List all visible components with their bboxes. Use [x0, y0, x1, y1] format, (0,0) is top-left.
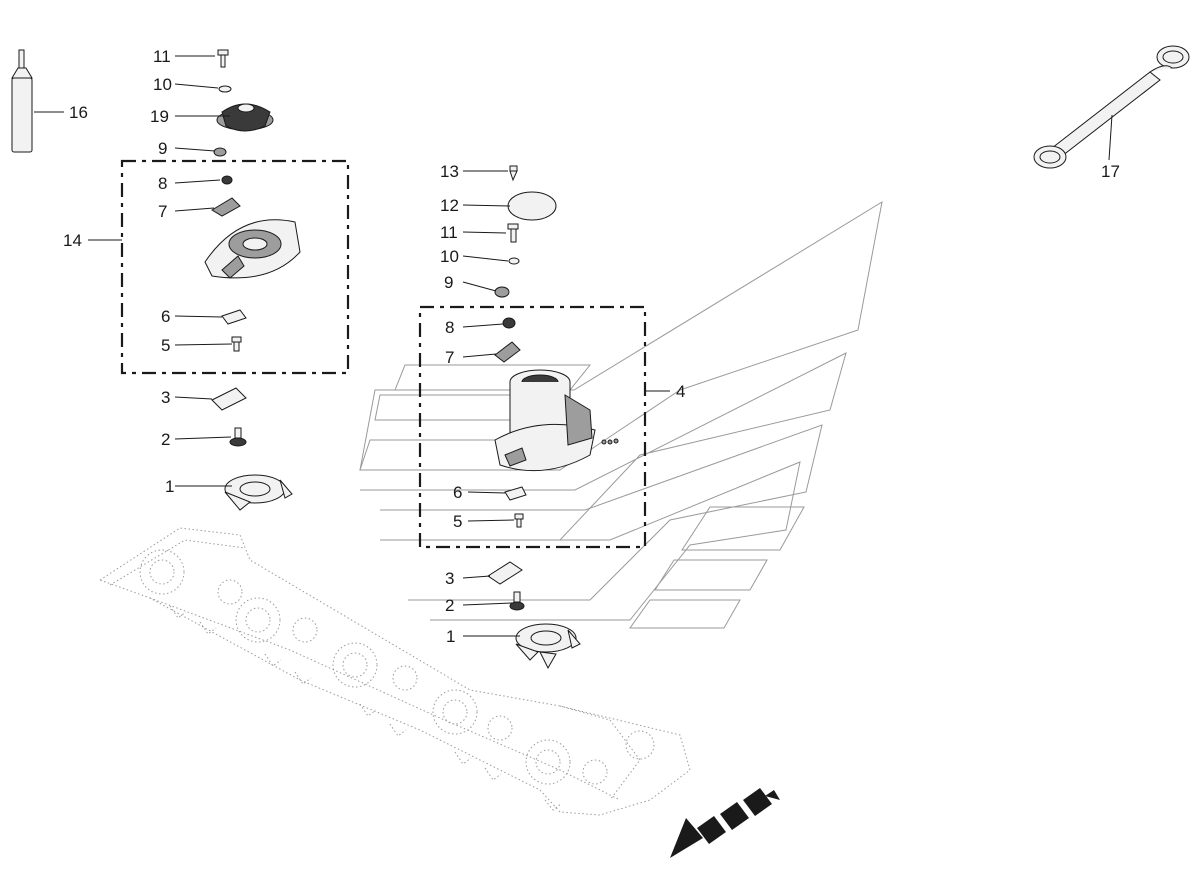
- callout-9-center: 9: [444, 273, 453, 292]
- direction-arrow-icon: [670, 788, 780, 858]
- callout-7-left: 7: [158, 202, 167, 221]
- callout-11-center: 11: [440, 223, 458, 242]
- callout-6-left: 6: [161, 307, 170, 326]
- callout-6-center: 6: [453, 483, 462, 502]
- callout-17: 17: [1101, 162, 1120, 181]
- callout-9-left: 9: [158, 139, 167, 158]
- callout-3-left: 3: [161, 388, 170, 407]
- callout-14-left: 14: [63, 231, 82, 250]
- group-4-frame: [418, 305, 647, 549]
- ring-wrench-part: [1033, 45, 1190, 169]
- callouts-left: 11 10 19 9 8 7 14 6 5 3 2 1 16: [63, 47, 174, 496]
- cutter-bar-outline: [98, 527, 691, 816]
- cutter-teeth: [169, 605, 562, 811]
- callout-8-center: 8: [445, 318, 454, 337]
- grease-tube-part: [11, 49, 33, 153]
- background-silhouette: [359, 200, 883, 629]
- callout-11-left: 11: [153, 47, 171, 66]
- callout-1-left: 1: [165, 477, 174, 496]
- left-stack-parts: [204, 49, 301, 511]
- callout-10-left: 10: [153, 75, 172, 94]
- callout-4-center: 4: [676, 382, 685, 401]
- callouts-center: 13 12 11 10 9 8 7 4 6 5 3 2 1: [440, 162, 685, 646]
- callout-3-center: 3: [445, 569, 454, 588]
- callout-2-left: 2: [161, 430, 170, 449]
- group-14-frame: [120, 159, 350, 375]
- callout-16: 16: [69, 103, 88, 122]
- callouts-right: 17: [1101, 162, 1120, 181]
- callout-13-center: 13: [440, 162, 459, 181]
- center-stack-parts: [487, 165, 619, 670]
- callout-5-center: 5: [453, 512, 462, 531]
- callout-12-center: 12: [440, 196, 459, 215]
- leader-lines: [34, 55, 1113, 637]
- cutter-discs: [139, 549, 655, 785]
- callout-2-center: 2: [445, 596, 454, 615]
- callout-7-center: 7: [445, 348, 454, 367]
- callout-8-left: 8: [158, 174, 167, 193]
- callout-5-left: 5: [161, 336, 170, 355]
- callout-19-left: 19: [150, 107, 169, 126]
- callout-1-center: 1: [446, 627, 455, 646]
- callout-10-center: 10: [440, 247, 459, 266]
